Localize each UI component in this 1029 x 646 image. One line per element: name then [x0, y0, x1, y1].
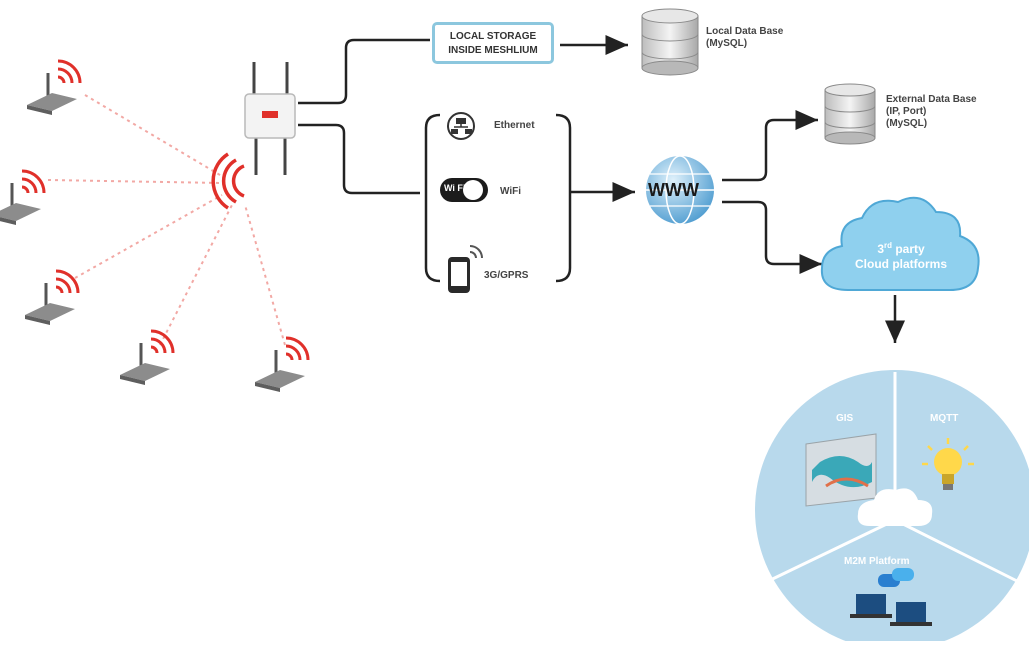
- link-2: [47, 179, 223, 184]
- external-db-line3: (MySQL): [886, 118, 928, 129]
- gprs-label: 3G/GPRS: [484, 270, 529, 281]
- link-3: [74, 194, 223, 279]
- cloud-ordinal-sup: rd: [884, 241, 892, 250]
- ethernet-label: Ethernet: [494, 120, 535, 131]
- wireless-signal-icon: [211, 152, 245, 210]
- globe-icon: [646, 155, 714, 225]
- external-db-line2: (IP, Port): [886, 106, 927, 117]
- local-storage-line2: INSIDE MESHLIUM: [448, 45, 538, 56]
- laptop-icon: [890, 602, 932, 626]
- chat-bubble-icon: [878, 568, 914, 587]
- gateway-connectors: [298, 35, 905, 343]
- sensor-node: [25, 269, 80, 325]
- cloud-platform-label: 3rd party Cloud platforms: [826, 238, 976, 272]
- wifi-icon: [440, 178, 488, 202]
- cloud-line1: 3rd party: [826, 238, 976, 257]
- local-database-icon: [641, 8, 699, 76]
- external-database-icon: [824, 83, 876, 145]
- laptop-icon: [850, 594, 892, 618]
- mobile-phone-icon: [448, 245, 483, 293]
- local-db-line2: (MySQL): [706, 38, 748, 49]
- sensor-node: [120, 329, 175, 385]
- connectivity-bracket: [424, 113, 572, 283]
- external-db-line1: External Data Base: [886, 94, 977, 105]
- lightbulb-icon: [922, 438, 974, 490]
- small-cloud-icon: [857, 488, 933, 526]
- www-label: WWW: [648, 180, 699, 200]
- local-db-line1: Local Data Base: [706, 26, 784, 37]
- local-db-label: Local Data Base (MySQL): [706, 26, 783, 50]
- link-1: [84, 94, 226, 179]
- cloud-ordinal: 3: [877, 242, 884, 256]
- mqtt-label: MQTT: [930, 413, 959, 424]
- external-db-label: External Data Base (IP, Port) (MySQL): [886, 94, 977, 130]
- ethernet-icon: [447, 112, 475, 140]
- cloud-icon: [820, 196, 980, 291]
- cloud-party: party: [892, 242, 925, 256]
- cloud-line2: Cloud platforms: [855, 257, 947, 271]
- local-storage-box: LOCAL STORAGE INSIDE MESHLIUM: [432, 22, 554, 64]
- sensor-node: [0, 169, 46, 225]
- link-4: [159, 204, 233, 346]
- gis-label: GIS: [836, 413, 854, 424]
- sensor-node: [255, 336, 310, 392]
- wifi-label: WiFi: [500, 186, 522, 197]
- m2m-label: M2M Platform: [844, 556, 910, 567]
- gateway-device-icon: [244, 62, 296, 175]
- sensor-node: [27, 59, 82, 115]
- local-storage-line1: LOCAL STORAGE: [449, 31, 537, 42]
- link-5: [244, 204, 286, 346]
- sensor-links: [47, 94, 286, 346]
- wifi-badge-text: Wi Fi: [444, 183, 466, 193]
- gis-map-icon: [805, 433, 877, 507]
